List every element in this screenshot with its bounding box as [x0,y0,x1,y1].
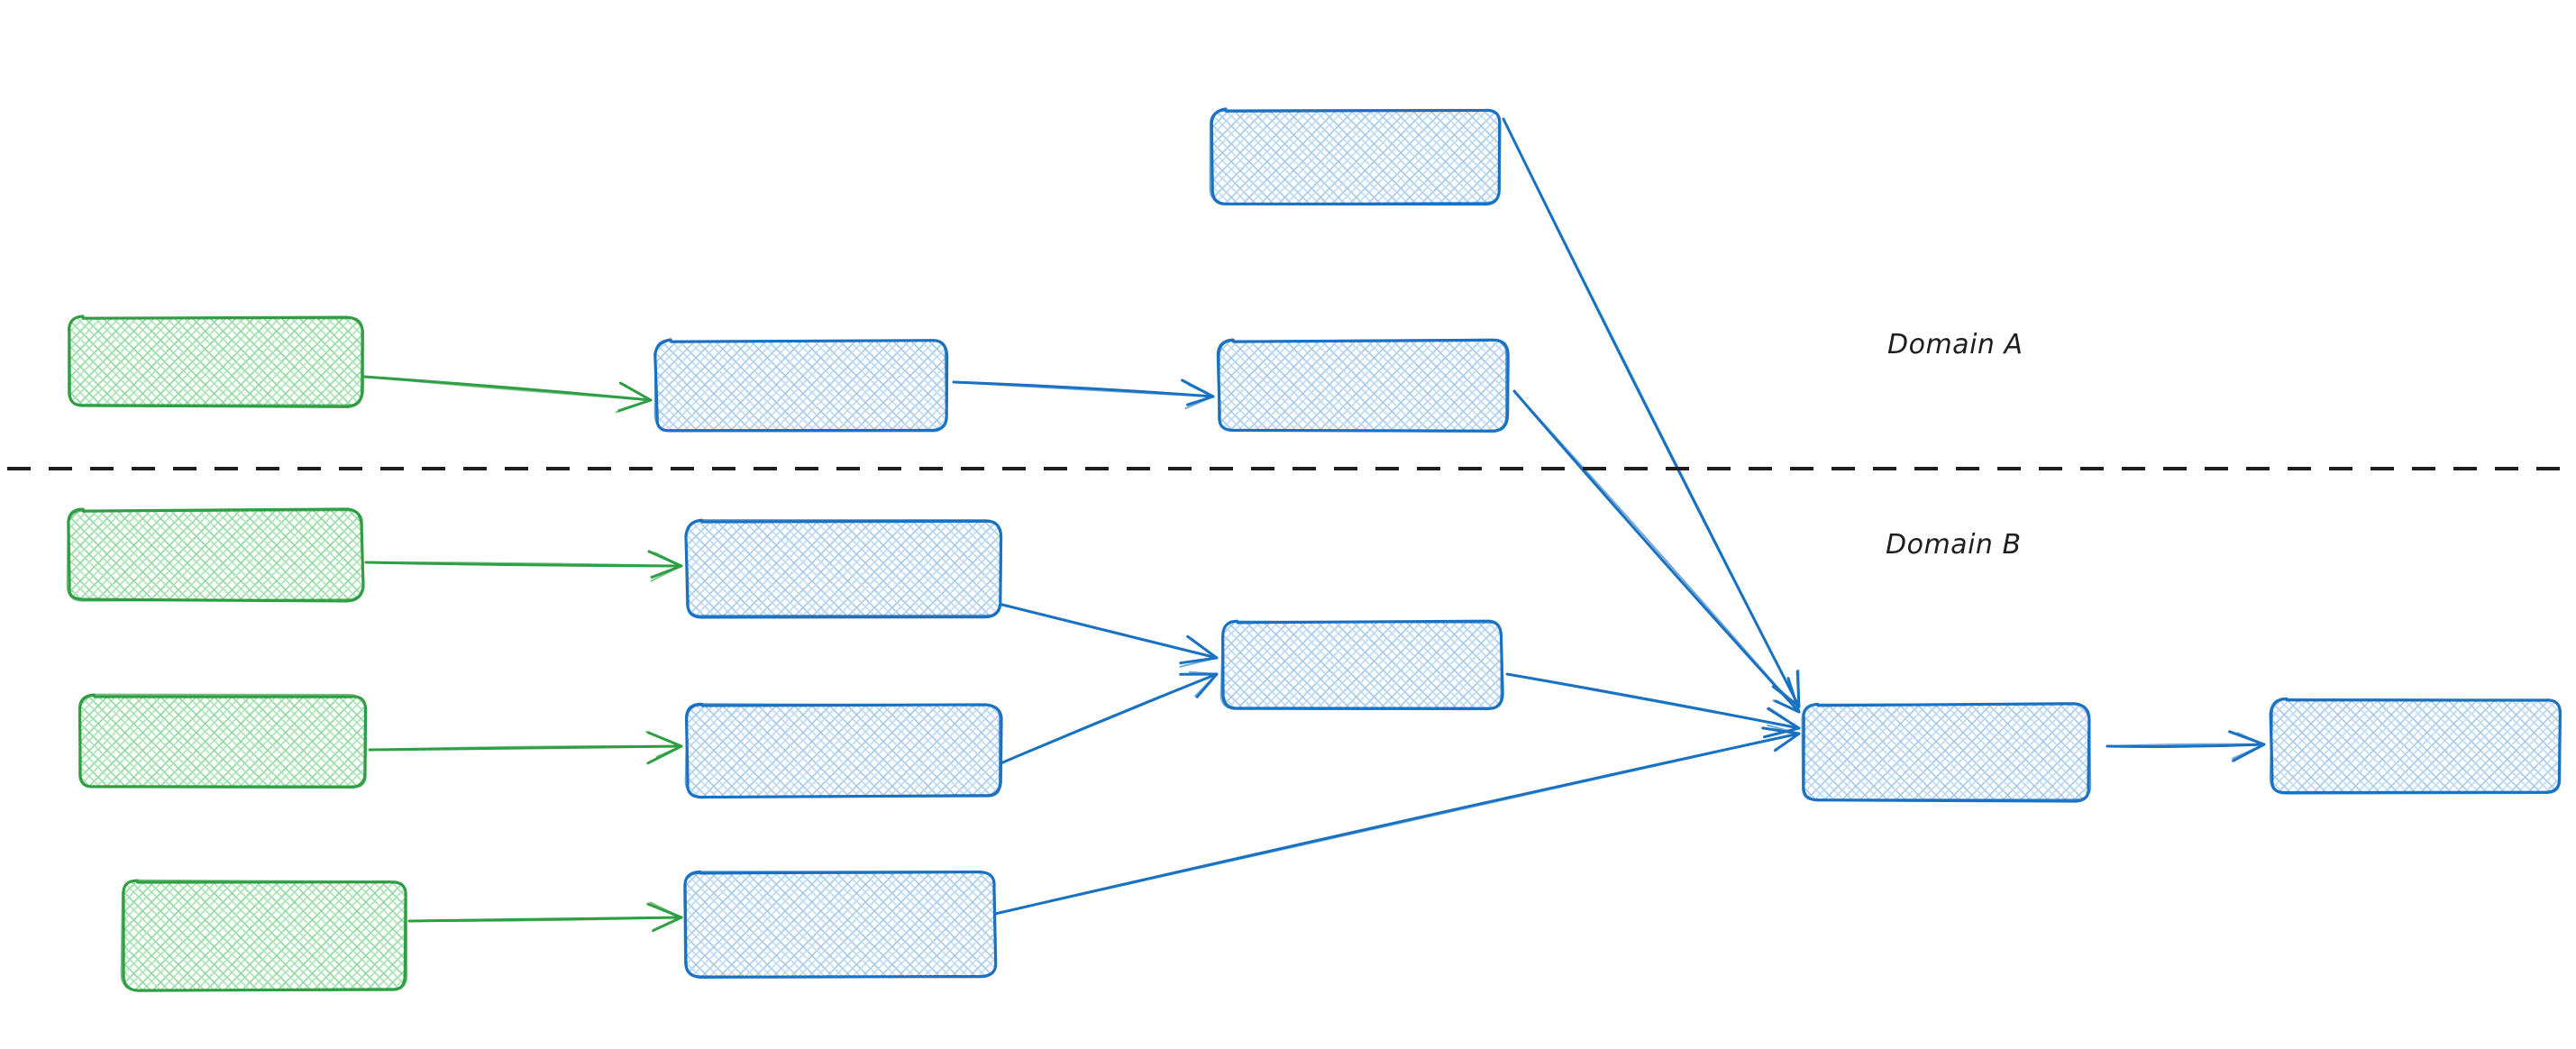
node-b-final-blue[interactable] [2269,697,2562,795]
edge-e-blue3-to-sink [993,724,1801,916]
edge-arrowhead [645,731,682,758]
node-outline [1209,108,1502,205]
node-b-hub-blue[interactable] [1219,619,1504,711]
node-a-right-blue[interactable] [1216,338,1510,433]
node-b-green-2[interactable] [78,693,368,789]
node-fill [1802,705,2090,800]
edge-arrowhead [1767,724,1800,751]
edge-arrowhead [1184,383,1214,410]
edge-e-mid-to-right-a [952,379,1215,410]
node-fill [685,871,996,978]
node-b-blue-3[interactable] [683,870,998,979]
node-fill [1221,621,1503,709]
edge-e-green2-to-blue2 [368,731,683,765]
node-outline [67,315,365,406]
node-fill [655,340,947,432]
edge-line [1512,389,1801,714]
nodes-layer [66,107,2562,992]
edge-e-green3-to-blue3 [407,901,683,933]
node-outline [66,509,364,602]
node-outline [1219,619,1503,711]
edge-line [1503,118,1800,707]
edge-line [1506,673,1800,729]
node-fill [69,510,363,601]
edge-e-blue1-to-hub [997,602,1219,668]
node-fill [1218,340,1508,432]
edge-arrowhead [1772,680,1800,713]
edge-arrowhead [2232,732,2265,760]
edge-line [998,673,1218,765]
edge-e-green1-to-blue1 [364,550,683,582]
node-outline [1217,338,1508,433]
node-outline [78,693,368,789]
edge-line [369,744,682,751]
edge-line [408,917,682,923]
node-outline [653,339,948,433]
node-fill [78,696,367,789]
labels-layer: Domain A Domain B [1886,329,2023,561]
node-a-source-green[interactable] [67,315,365,408]
edge-arrowhead [1181,379,1215,406]
edge-e-right-a-to-sink [1512,389,1801,714]
edge-line [998,603,1218,659]
node-b-green-3[interactable] [120,879,408,992]
edge-line [365,561,682,567]
edge-arrowhead [649,901,682,933]
edge-arrowhead [650,552,682,582]
node-outline [684,703,1001,798]
node-a-mid-blue[interactable] [653,338,949,433]
edge-line [953,381,1214,397]
edges-layer [362,117,2266,933]
domain-a-label: Domain A [1887,329,2023,360]
node-outline [120,879,408,991]
edge-line [2106,743,2266,748]
node-b-green-1[interactable] [66,507,365,603]
edge-arrowhead [615,383,652,414]
node-b-blue-1[interactable] [684,518,1003,619]
edge-line [2106,743,2265,747]
edge-e-top-to-sink [1502,117,1801,708]
edge-line [1513,390,1800,713]
node-fill [1210,109,1501,205]
edge-line [994,733,1800,915]
node-fill [122,880,406,990]
node-outline [1801,703,2092,801]
node-outline [683,871,997,979]
node-fill [686,704,1001,798]
domain-b-label: Domain B [1886,529,2022,561]
node-a-top-blue[interactable] [1209,107,1502,206]
node-fill [68,316,363,406]
edge-line [363,376,652,401]
node-b-sink-blue[interactable] [1801,702,2092,803]
edge-arrowhead [1179,638,1218,668]
node-outline [684,518,1003,617]
node-b-blue-2[interactable] [684,702,1003,799]
node-fill [2270,698,2560,794]
edge-arrowhead [1188,670,1218,698]
edge-e-blue2-to-hub [997,670,1219,766]
node-fill [686,520,1000,617]
node-outline [2269,698,2562,795]
edge-arrowhead [1763,707,1800,739]
edge-e-green-a-to-mid [362,375,653,414]
edge-e-sink-to-final [2106,730,2266,762]
edge-e-hub-to-sink [1505,672,1801,739]
